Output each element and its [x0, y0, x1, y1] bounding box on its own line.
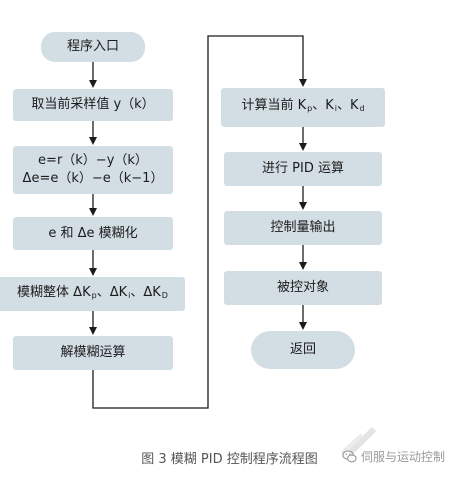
node-sample-value-label: 取当前采样值 y（k）: [31, 97, 155, 112]
compute-text-2: 、K: [312, 98, 334, 113]
watermark: 伺服与运动控制: [342, 448, 445, 465]
compute-sub-d: d: [359, 104, 365, 113]
node-program-entry-label: 程序入口: [66, 39, 119, 54]
node-defuzzify-label: 解模糊运算: [60, 345, 126, 360]
node-error-calc-line2: Δe=e（k）−e（k−1）: [22, 171, 164, 186]
node-control-output-label: 控制量输出: [270, 220, 336, 235]
inference-text-1: 模糊整体 ΔK: [17, 284, 91, 300]
node-defuzzify: 解模糊运算: [13, 336, 173, 370]
inference-sub-p: p: [91, 290, 97, 300]
node-return-label: 返回: [289, 342, 316, 357]
node-controlled-object-label: 被控对象: [276, 280, 329, 295]
node-fuzzify-label: e 和 Δe 模糊化: [48, 225, 138, 241]
watermark-text: 伺服与运动控制: [361, 450, 446, 464]
node-controlled-object: 被控对象: [224, 271, 382, 305]
node-pid-operation: 进行 PID 运算: [224, 152, 382, 186]
node-fuzzy-inference-label: 模糊整体 ΔKp、ΔKi、ΔKD: [17, 284, 168, 305]
compute-text-3: 、K: [336, 98, 359, 113]
node-compute-gains-label: 计算当前 Kp、Ki、Kd: [241, 97, 364, 118]
inference-sub-d: D: [161, 290, 168, 300]
compute-sub-p: p: [307, 104, 313, 113]
inference-sub-i: i: [128, 290, 131, 300]
node-sample-value: 取当前采样值 y（k）: [13, 89, 173, 121]
node-fuzzy-inference: 模糊整体 ΔKp、ΔKi、ΔKD: [0, 277, 185, 311]
node-fuzzify: e 和 Δe 模糊化: [13, 217, 173, 250]
watermark-decoration: [340, 426, 377, 455]
node-compute-gains: 计算当前 Kp、Ki、Kd: [221, 88, 385, 127]
inference-text-3: 、ΔK: [130, 284, 161, 300]
node-program-entry: 程序入口: [41, 32, 145, 62]
node-control-output: 控制量输出: [224, 211, 382, 245]
node-error-calc: e=r（k）−y（k） Δe=e（k）−e（k−1）: [13, 146, 173, 194]
figure-caption: 图 3 模糊 PID 控制程序流程图: [141, 452, 318, 467]
connector-left-to-right: [92, 35, 307, 409]
wechat-icon: [342, 450, 357, 463]
compute-sub-i: i: [334, 104, 337, 113]
node-error-calc-line1: e=r（k）−y（k）: [38, 153, 148, 168]
node-return: 返回: [251, 331, 355, 369]
inference-text-2: 、ΔK: [96, 284, 128, 300]
compute-text-1: 计算当前 K: [241, 98, 307, 113]
node-pid-operation-label: 进行 PID 运算: [262, 161, 344, 176]
